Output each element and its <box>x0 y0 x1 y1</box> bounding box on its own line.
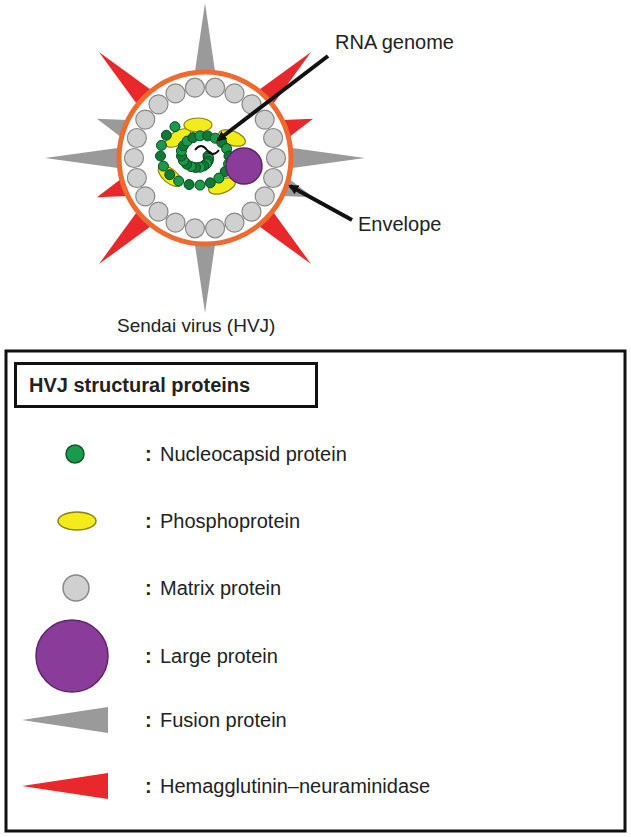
part-label: Envelope <box>358 212 441 236</box>
matrix-protein <box>255 187 274 206</box>
legend-heading: HVJ structural proteins <box>29 373 303 397</box>
matrix-protein <box>136 187 155 206</box>
matrix-protein <box>225 84 244 103</box>
legend-symbol <box>58 512 96 530</box>
spike <box>194 3 216 78</box>
legend-symbol <box>22 773 108 799</box>
nucleocapsid-protein <box>156 151 166 161</box>
spike <box>285 147 365 169</box>
nucleocapsid-protein <box>170 122 180 132</box>
matrix-protein <box>267 149 286 168</box>
legend-colon: : <box>145 509 152 533</box>
matrix-protein-ring <box>125 78 286 238</box>
legend-colon: : <box>145 774 152 798</box>
legend-text: Phosphoprotein <box>160 509 300 533</box>
nucleocapsid-protein <box>205 178 215 188</box>
part-label: RNA genome <box>335 30 454 54</box>
matrix-protein <box>255 110 274 129</box>
nucleocapsid-protein <box>174 176 184 186</box>
legend-text: Fusion protein <box>160 708 287 732</box>
phosphoprotein <box>155 162 185 191</box>
legend-symbol <box>66 445 84 463</box>
legend-heading-box: HVJ structural proteins <box>14 362 318 408</box>
matrix-protein <box>264 169 283 188</box>
matrix-protein <box>149 95 168 114</box>
matrix-protein <box>127 128 146 147</box>
matrix-protein <box>264 128 283 147</box>
figure-caption: Sendai virus (HVJ) <box>117 314 275 337</box>
legend-colon: : <box>145 644 152 668</box>
nucleocapsid-protein <box>158 161 168 171</box>
matrix-protein <box>242 202 261 221</box>
matrix-protein <box>185 78 204 97</box>
matrix-protein <box>127 169 146 188</box>
matrix-protein <box>206 78 225 97</box>
matrix-protein <box>149 202 168 221</box>
envelope-spikes <box>45 3 365 313</box>
legend-symbol <box>36 620 108 692</box>
legend-frame <box>6 351 625 831</box>
matrix-protein <box>185 219 204 238</box>
legend-symbol <box>22 707 108 733</box>
nucleocapsid-protein <box>195 180 205 190</box>
legend-text: Nucleocapsid protein <box>160 442 347 466</box>
matrix-protein <box>136 110 155 129</box>
matrix-protein <box>206 219 225 238</box>
nucleocapsid-protein <box>165 170 175 180</box>
legend-colon: : <box>145 576 152 600</box>
rna-genome <box>195 146 219 154</box>
envelope <box>119 72 291 244</box>
matrix-protein <box>166 84 185 103</box>
legend-text: Large protein <box>160 644 278 668</box>
nucleocapsid-protein <box>184 180 194 190</box>
legend-colon: : <box>145 708 152 732</box>
matrix-protein <box>125 149 144 168</box>
matrix-protein <box>166 213 185 232</box>
spike <box>45 147 125 169</box>
matrix-protein <box>225 213 244 232</box>
legend-colon: : <box>145 442 152 466</box>
legend-text: Hemagglutinin–neuraminidase <box>160 774 430 798</box>
nucleocapsid-protein <box>161 130 171 140</box>
legend-symbol <box>63 575 89 601</box>
leader-arrow <box>290 186 352 220</box>
legend-text: Matrix protein <box>160 576 281 600</box>
phosphoprotein <box>184 118 212 132</box>
spike <box>194 238 216 313</box>
nucleocapsid-protein <box>156 140 166 150</box>
large-protein <box>226 148 262 184</box>
leader-arrow <box>218 56 328 140</box>
